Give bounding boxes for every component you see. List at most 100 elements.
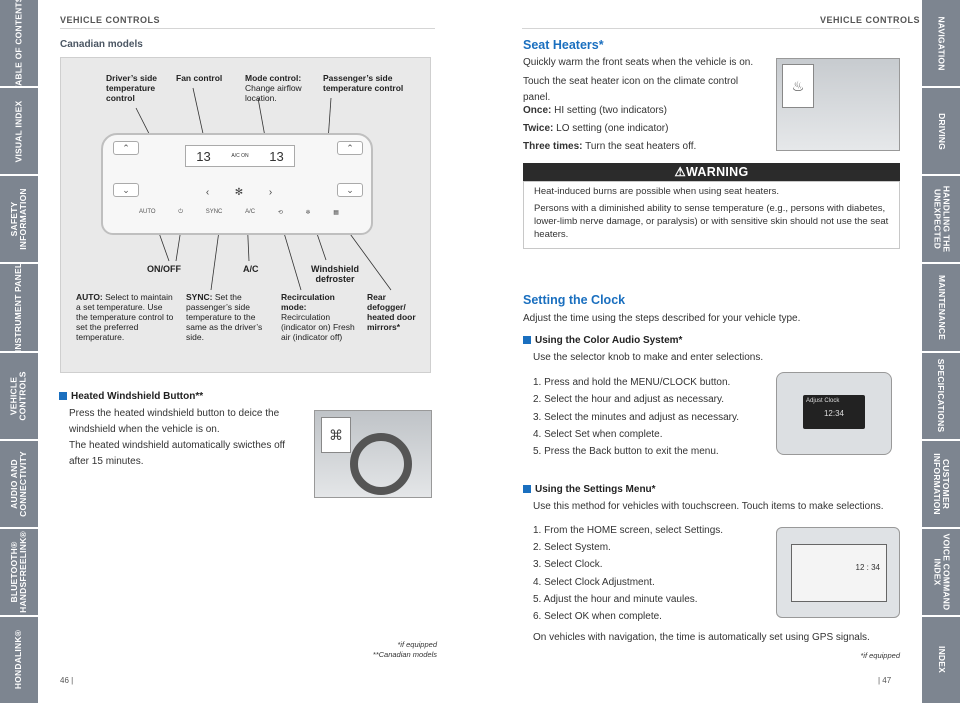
tab-label: HONDALINK® bbox=[13, 630, 24, 690]
heated-windshield-photo: ⌘ bbox=[314, 410, 432, 498]
tab-maintenance[interactable]: MAINTENANCE bbox=[922, 264, 960, 351]
tab-vehicle-controls[interactable]: VEHICLE CONTROLS bbox=[0, 352, 38, 439]
warning-box: Heat-induced burns are possible when usi… bbox=[523, 181, 900, 249]
defrost-button-inset: ⌘ bbox=[321, 417, 351, 453]
tab-label: VOICE COMMAND INDEX bbox=[932, 533, 951, 611]
sync-button[interactable]: SYNC bbox=[205, 209, 223, 215]
seat-heater-icon: ♨ bbox=[791, 78, 805, 94]
tab-label: MAINTENANCE bbox=[936, 274, 947, 340]
heated-windshield-heading: Heated Windshield Button** bbox=[59, 391, 203, 402]
fan-down-icon[interactable]: ‹ bbox=[205, 187, 210, 198]
tab-label: VEHICLE CONTROLS bbox=[9, 370, 29, 421]
tab-label: DRIVING bbox=[936, 112, 947, 150]
seat-heaters-heading: Seat Heaters* bbox=[523, 38, 604, 52]
tab-bluetooth[interactable]: BLUETOOTH® HANDSFREELINK® bbox=[0, 528, 38, 615]
tab-label: SAFETY INFORMATION bbox=[9, 188, 29, 251]
touchscreen-display: 12 : 34 bbox=[791, 544, 887, 602]
callout-ac: A/C bbox=[243, 264, 259, 274]
warning-banner: ⚠WARNING bbox=[523, 163, 900, 181]
step-item: 4. Select Clock Adjustment. bbox=[533, 576, 655, 588]
section-header-left: VEHICLE CONTROLS bbox=[60, 15, 161, 25]
tab-label: BLUETOOTH® HANDSFREELINK® bbox=[9, 530, 29, 613]
header-rule bbox=[60, 28, 435, 29]
warning-title: WARNING bbox=[686, 165, 749, 179]
tab-label: SPECIFICATIONS bbox=[936, 358, 947, 433]
driver-temp-readout: 13 bbox=[196, 148, 211, 164]
warning-icon: ⚠ bbox=[674, 165, 686, 179]
auto-button[interactable]: AUTO bbox=[139, 209, 156, 215]
audio-screen-label: Adjust Clock bbox=[806, 398, 840, 404]
tab-table-of-contents[interactable]: TABLE OF CONTENTS bbox=[0, 0, 38, 87]
callout-windshield: Windshield defroster bbox=[311, 264, 359, 284]
clock-heading: Setting the Clock bbox=[523, 293, 626, 307]
seat-heater-photo: ♨ bbox=[776, 58, 900, 151]
seat-heaters-text-1: Quickly warm the front seats when the ve… bbox=[523, 57, 754, 68]
tab-hondalink[interactable]: HONDALINK® bbox=[0, 616, 38, 703]
step-item: 5. Adjust the hour and minute vaules. bbox=[533, 593, 698, 605]
tab-safety-information[interactable]: SAFETY INFORMATION bbox=[0, 176, 38, 263]
tab-label: CUSTOMER INFORMATION bbox=[932, 452, 952, 515]
step-item: 4. Select Set when complete. bbox=[533, 428, 663, 440]
audio-unit-image: Adjust Clock 12:34 bbox=[776, 372, 892, 455]
footnote-if-equipped-right: *if equipped bbox=[860, 651, 900, 660]
defroster-button[interactable]: ❄ bbox=[305, 210, 311, 216]
seat-heaters-text-2: Touch the seat heater icon on the climat… bbox=[523, 76, 739, 103]
driver-temp-up[interactable]: ⌃ bbox=[113, 141, 139, 155]
callout-auto: AUTO: Select to maintain a set temperatu… bbox=[76, 292, 174, 342]
rear-defogger-button[interactable]: ▦ bbox=[333, 210, 339, 216]
audio-screen-time: 12:34 bbox=[823, 409, 845, 418]
recirculation-button[interactable]: ⟲ bbox=[277, 210, 283, 216]
tab-visual-index[interactable]: VISUAL INDEX bbox=[0, 88, 38, 175]
settings-menu-heading: Using the Settings Menu* bbox=[523, 484, 656, 495]
bullet-square bbox=[523, 336, 531, 344]
tab-index[interactable]: INDEX bbox=[922, 616, 960, 703]
tab-specifications[interactable]: SPECIFICATIONS bbox=[922, 352, 960, 439]
callout-passenger-temp: Passenger’s side temperature control bbox=[323, 73, 404, 93]
ac-button[interactable]: A/C bbox=[245, 209, 256, 215]
callout-fan-control: Fan control bbox=[176, 73, 223, 83]
header-rule bbox=[522, 28, 900, 29]
tab-label: NAVIGATION bbox=[936, 16, 947, 71]
passenger-temp-readout: 13 bbox=[269, 148, 284, 164]
tab-navigation[interactable]: NAVIGATION bbox=[922, 0, 960, 87]
callout-sync: SYNC: Set the passenger’s side temperatu… bbox=[186, 292, 263, 342]
page-number-left: 46 | bbox=[60, 676, 74, 685]
callout-mode-control: Mode control: Change airflow location. bbox=[245, 73, 302, 103]
seat-heaters-twice: Twice: LO setting (one indicator) bbox=[523, 123, 669, 134]
tab-voice-command-index[interactable]: VOICE COMMAND INDEX bbox=[922, 528, 960, 615]
clock-intro: Adjust the time using the steps describe… bbox=[523, 313, 801, 324]
step-item: 1. Press and hold the MENU/CLOCK button. bbox=[533, 377, 731, 388]
settings-menu-steps: 1. From the HOME screen, select Settings… bbox=[533, 522, 773, 625]
driver-temp-down[interactable]: ⌄ bbox=[113, 183, 139, 197]
steering-wheel-image bbox=[350, 433, 412, 495]
tab-label: AUDIO AND CONNECTIVITY bbox=[9, 450, 28, 517]
tab-label: TABLE OF CONTENTS bbox=[13, 0, 24, 87]
passenger-temp-down[interactable]: ⌄ bbox=[337, 183, 363, 197]
climate-diagram: Driver’s side temperature control Fan co… bbox=[60, 57, 431, 373]
left-chapter-tabs: TABLE OF CONTENTS VISUAL INDEX SAFETY IN… bbox=[0, 0, 38, 703]
bullet-square bbox=[59, 392, 67, 400]
fan-icon: ✻ bbox=[234, 187, 244, 198]
callout-recirculation: Recirculation mode: Recirculation (indic… bbox=[281, 292, 355, 342]
callout-rear-defogger: Rear defogger/ heated door mirrors* bbox=[367, 292, 416, 332]
step-item: 3. Select Clock. bbox=[533, 559, 603, 571]
tab-label: HANDLING THE UNEXPECTED bbox=[932, 186, 951, 253]
tab-handling-unexpected[interactable]: HANDLING THE UNEXPECTED bbox=[922, 176, 960, 263]
callout-onoff: ON/OFF bbox=[147, 264, 181, 274]
color-audio-intro: Use the selector knob to make and enter … bbox=[533, 352, 764, 363]
tab-label: INSTRUMENT PANEL bbox=[13, 264, 24, 351]
tab-label: VISUAL INDEX bbox=[13, 100, 24, 163]
fan-up-icon[interactable]: › bbox=[268, 187, 273, 198]
passenger-temp-up[interactable]: ⌃ bbox=[337, 141, 363, 155]
callout-driver-temp: Driver’s side temperature control bbox=[106, 73, 158, 103]
tab-audio-connectivity[interactable]: AUDIO AND CONNECTIVITY bbox=[0, 440, 38, 527]
onoff-button[interactable]: ⏻ bbox=[178, 209, 184, 215]
section-header-right: VEHICLE CONTROLS bbox=[820, 15, 921, 25]
tab-label: INDEX bbox=[936, 646, 947, 674]
tab-instrument-panel[interactable]: INSTRUMENT PANEL bbox=[0, 264, 38, 351]
touchscreen-image: 12 : 34 bbox=[776, 527, 900, 618]
tab-customer-information[interactable]: CUSTOMER INFORMATION bbox=[922, 440, 960, 527]
tab-driving[interactable]: DRIVING bbox=[922, 88, 960, 175]
